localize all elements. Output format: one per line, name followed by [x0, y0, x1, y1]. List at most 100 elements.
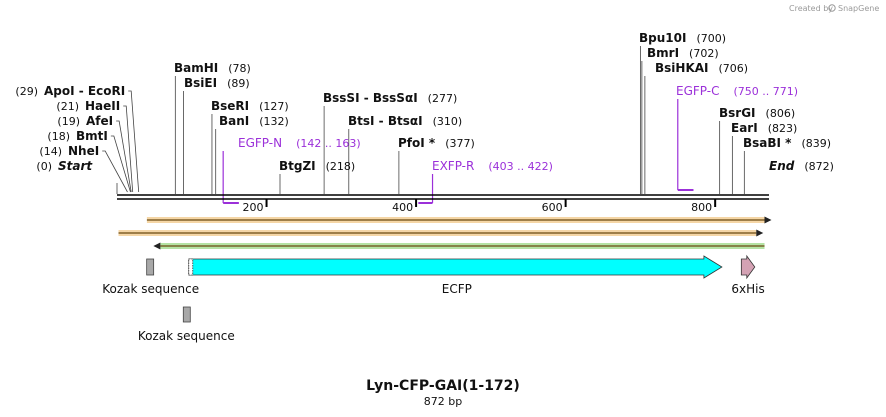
site-name: BamHI — [174, 61, 218, 75]
site-afei: AfeI(19) — [57, 114, 113, 128]
site-position: (872) — [804, 160, 834, 173]
orf-arrowhead — [153, 242, 161, 250]
site-position: (706) — [719, 62, 749, 75]
orf-layer — [118, 216, 772, 250]
primer-name: EGFP-C — [676, 84, 719, 98]
site-name: Start — [58, 159, 93, 173]
credit: Created by SnapGene — [789, 4, 879, 13]
site-position: (823) — [768, 122, 798, 135]
site-bsihkai: BsiHKAI (706) — [655, 61, 748, 75]
orf-orf-2 — [118, 229, 764, 237]
feature-label: 6xHis — [731, 282, 764, 296]
tick-label: 800 — [691, 201, 712, 214]
site-lines — [102, 46, 745, 194]
site-position: (29) — [15, 85, 38, 98]
site-position: (700) — [696, 32, 726, 45]
site-name: HaeII — [85, 99, 120, 113]
site-name: BssSI - BssSαI — [323, 91, 418, 105]
site-name: BtsI - BtsαI — [348, 114, 423, 128]
site-bsiei: BsiEI (89) — [184, 76, 250, 90]
primer-egfp-n: EGFP-N (142 .. 163) — [222, 136, 361, 204]
site-name: NheI — [68, 144, 99, 158]
orf-arrowhead — [764, 216, 772, 224]
site-position: (127) — [259, 100, 289, 113]
site-bani: BanI (132) — [219, 114, 289, 128]
feature-arrow — [740, 254, 756, 280]
site-position: (0) — [36, 160, 52, 173]
feature-6xhis: 6xHis — [731, 254, 765, 296]
site-name: EarI — [731, 121, 758, 135]
feature-label: ECFP — [442, 282, 472, 296]
site-name: BsiHKAI — [655, 61, 709, 75]
site-position: (19) — [57, 115, 80, 128]
site-apoi: ApoI - EcoRI (29) — [15, 84, 125, 98]
feature-box — [146, 258, 155, 276]
map-title: Lyn-CFP-GAI(1-172) — [366, 378, 520, 394]
site-connector — [128, 90, 140, 193]
orf-orf-1 — [146, 216, 772, 224]
site-name: BmrI — [647, 46, 679, 60]
site-name: End — [769, 159, 795, 173]
site-connector — [110, 135, 131, 193]
site-position: (377) — [445, 137, 475, 150]
site-position: (806) — [766, 107, 796, 120]
site-end: End (872) — [769, 159, 834, 173]
site-bamhi: BamHI (78) — [174, 61, 251, 75]
site-btsi: BtsI - BtsαI (310) — [348, 114, 462, 128]
site-bsssi: BssSI - BssSαI (277) — [323, 91, 457, 105]
site-position: (702) — [689, 47, 719, 60]
orf-orf-3 — [153, 242, 765, 250]
site-name: BsrGI — [719, 106, 756, 120]
site-bsabi: BsaBI * (839) — [743, 136, 831, 150]
tick-label: 600 — [542, 201, 563, 214]
site-name: BmtI — [76, 129, 108, 143]
site-seri: BseRI(127) — [211, 99, 289, 113]
site-position: (14) — [39, 145, 62, 158]
primer-range: (403 .. 422) — [488, 160, 553, 173]
credit-brand: SnapGene — [838, 4, 879, 13]
site-name: Bpu10I — [639, 31, 686, 45]
site-position: (132) — [259, 115, 289, 128]
feature-kozak-1: Kozak sequence — [102, 258, 199, 296]
primer-layer: EGFP-N (142 .. 163) EXFP-R (403 .. 422) EGFP… — [222, 84, 798, 204]
site-bmti: BmtI(18) — [47, 129, 107, 143]
snapgene-logo-icon — [828, 4, 836, 12]
site-pfoi: PfoI * (377) — [398, 136, 475, 150]
site-connector — [102, 150, 128, 193]
site-labels: Start (0) NheI (14) BmtI(18)AfeI(19)HaeII (21… — [15, 31, 834, 173]
primer-range: (142 .. 163) — [296, 137, 361, 150]
site-position: (839) — [801, 137, 831, 150]
primer-name: EGFP-N — [238, 136, 282, 150]
tick-label: 400 — [392, 201, 413, 214]
feature-label: Kozak sequence — [102, 282, 199, 296]
site-position: (310) — [433, 115, 463, 128]
backbone — [117, 194, 769, 200]
site-name: ApoI - EcoRI — [44, 84, 125, 98]
site-bmri: BmrI (702) — [647, 46, 719, 60]
site-position: (89) — [227, 77, 250, 90]
site-start: Start (0) — [36, 159, 93, 173]
site-position: (21) — [56, 100, 79, 113]
feature-box — [182, 306, 191, 323]
site-position: (78) — [228, 62, 251, 75]
tick-label: 200 — [243, 201, 264, 214]
credit-prefix: Created by — [789, 4, 833, 13]
site-name: BtgZI — [279, 159, 316, 173]
primer-egfp-c: EGFP-C(750 .. 771) — [676, 84, 798, 191]
site-name: BanI — [219, 114, 249, 128]
site-connector — [116, 120, 132, 193]
feature-label: Kozak sequence — [138, 329, 235, 343]
site-btgzi: BtgZI(218) — [279, 159, 355, 173]
site-name: BsiEI — [184, 76, 217, 90]
site-name: BsaBI * — [743, 136, 792, 150]
ruler: 200 400 600 800 — [243, 199, 717, 214]
primer-exfp-r: EXFP-R (403 .. 422) — [418, 159, 553, 204]
feature-start-marker — [188, 258, 194, 276]
site-haeii: HaeII (21) — [56, 99, 120, 113]
map-length: 872 bp — [424, 395, 462, 408]
primer-name: EXFP-R — [432, 159, 474, 173]
site-position: (277) — [428, 92, 458, 105]
site-name: PfoI * — [398, 136, 436, 150]
